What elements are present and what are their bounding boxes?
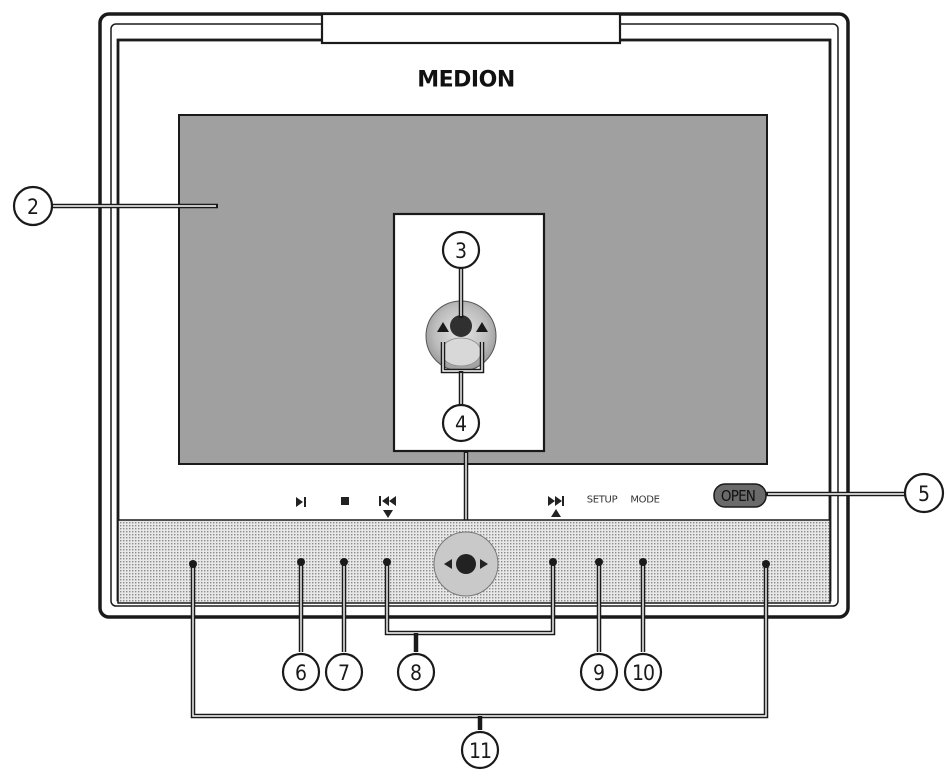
svg-text:3: 3: [455, 239, 467, 263]
callout-4: 4: [441, 403, 481, 443]
svg-text:7: 7: [338, 661, 350, 685]
callout-2: 2: [12, 185, 54, 227]
brand-logo: MEDION: [417, 68, 514, 93]
svg-text:2: 2: [27, 195, 39, 219]
svg-text:5: 5: [918, 482, 930, 506]
mode-label: MODE: [630, 495, 659, 506]
callout-10: 10: [623, 652, 663, 692]
svg-text:4: 4: [455, 412, 467, 436]
joystick[interactable]: [433, 531, 499, 597]
callout-11: 11: [460, 730, 500, 770]
setup-label: SETUP: [587, 495, 618, 506]
callout-3: 3: [441, 230, 481, 270]
svg-text:10: 10: [632, 661, 654, 685]
svg-text:8: 8: [410, 661, 422, 685]
open-button[interactable]: OPEN: [713, 483, 767, 508]
button-labels: SETUP MODE: [296, 495, 660, 518]
svg-text:9: 9: [593, 661, 605, 685]
callout-6: 6: [281, 652, 321, 692]
open-button-label: OPEN: [721, 487, 755, 505]
callout-9: 9: [579, 652, 619, 692]
svg-text:11: 11: [469, 739, 491, 763]
callout-5: 5: [903, 472, 945, 514]
callout-7: 7: [324, 652, 364, 692]
play-pause-icon: [296, 497, 306, 507]
skip-back-icon: [379, 496, 396, 518]
stop-icon: [341, 497, 349, 505]
detail-inset: [392, 212, 546, 453]
svg-text:6: 6: [295, 661, 307, 685]
skip-forward-icon: [548, 496, 564, 517]
callout-8: 8: [396, 652, 436, 692]
button-leaders: [189, 558, 770, 730]
